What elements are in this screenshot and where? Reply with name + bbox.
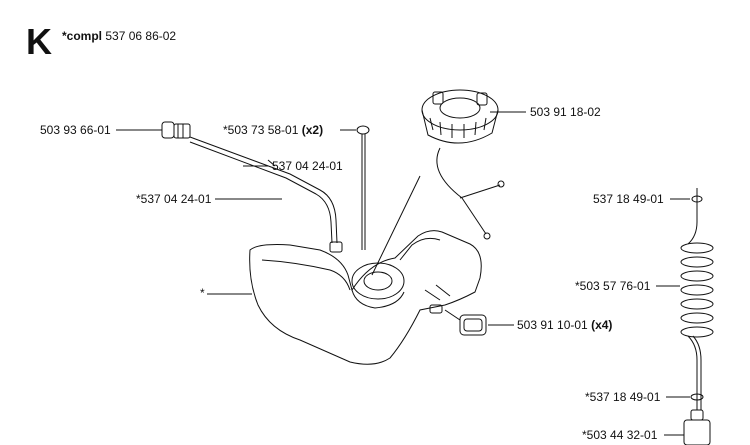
label-buffer: 503 91 10-01 (x4) [517,318,612,332]
label-clip-top: 537 18 49-01 [593,192,664,206]
compl-number: 537 06 86-02 [105,29,177,43]
label-hose-upper: 537 04 24-01 [272,159,343,173]
buffer-qty: (x4) [591,318,613,332]
label-fuel-filter-cap: 503 93 66-01 [40,123,111,137]
buffer-number: 503 91 10-01 [517,318,588,332]
label-vent-valve: *503 73 58-01 (x2) [223,123,323,137]
fuel-tank-drawing [249,230,482,365]
cap-pointer-line [371,175,421,276]
fuel-filter-cap-drawing [161,121,191,139]
spiral-hose-assembly-drawing [680,188,714,445]
label-tank-cap: 503 91 18-02 [530,105,601,119]
label-clip-bottom: *537 18 49-01 [585,390,661,404]
label-fuel-tank: * [200,286,205,300]
fuel-hoses-drawing [189,136,343,253]
vent-valve-drawing [356,125,370,250]
section-letter: K [26,21,52,62]
cap-strap-drawing [436,147,505,240]
label-spiral-hose: *503 57 76-01 [575,279,651,293]
label-fuel-filter: *503 44 32-01 [582,428,658,442]
vent-valve-qty: (x2) [301,123,324,137]
vent-valve-number: *503 73 58-01 [223,123,299,137]
label-hose-lower: *537 04 24-01 [136,192,212,206]
rubber-buffer-drawing [429,304,487,336]
compl-label: *compl 537 06 86-02 [62,29,176,43]
tank-cap-drawing [421,89,499,144]
compl-prefix: *compl [62,29,103,43]
